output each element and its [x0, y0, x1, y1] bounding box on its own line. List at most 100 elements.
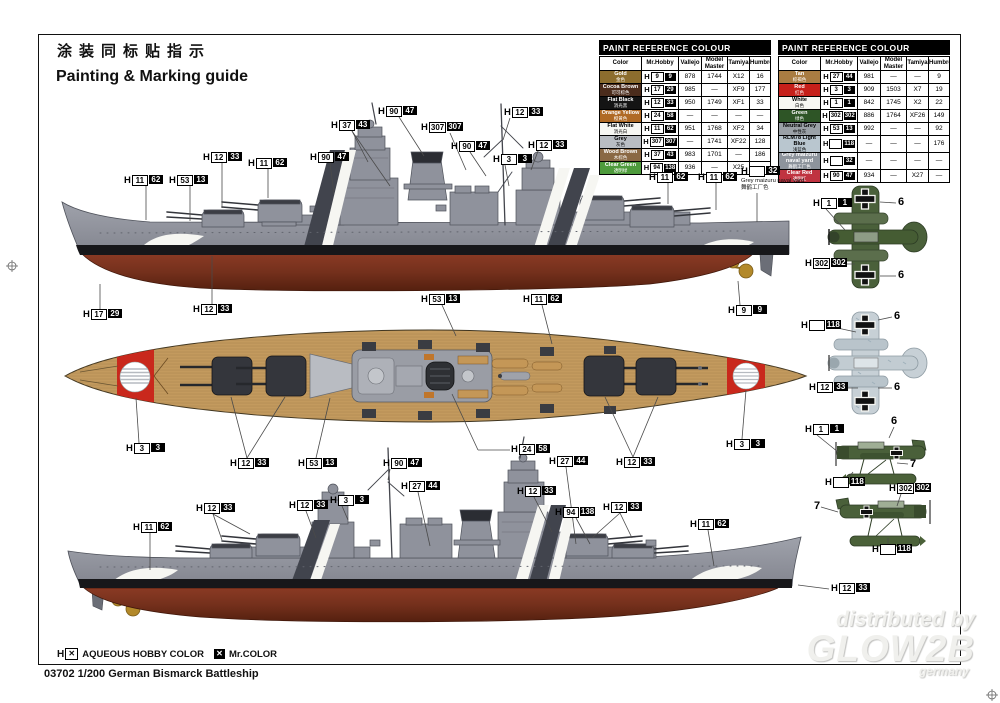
fuselage-cross-marking	[860, 505, 873, 519]
paint-code-cell: X25	[727, 161, 750, 175]
ship-side-profile-bottom	[67, 436, 802, 623]
wing-cross-markings	[854, 314, 876, 412]
decal-number-label: 6	[891, 415, 898, 427]
fuselage-cross-marking	[890, 446, 903, 460]
aqueous-box-icon: ✕	[65, 648, 79, 660]
aa-gun-mounts	[362, 340, 616, 420]
wing-cross-markings	[854, 188, 876, 286]
table-title: PAINT REFERENCE COLOUR	[778, 40, 950, 55]
paint-code-cell: 149	[928, 109, 950, 123]
decal-number-label: 7	[910, 458, 917, 470]
color-system-legend: H✕ AQUEOUS HOBBY COLOR ✕ Mr.COLOR	[57, 648, 277, 660]
legend-aqueous-label: AQUEOUS HOBBY COLOR	[82, 648, 204, 660]
paint-code-cell: —	[928, 152, 950, 171]
superstructure-bottom-ship	[175, 436, 689, 559]
registration-mark-left	[6, 260, 18, 272]
paint-code-cell: 176	[928, 134, 950, 154]
decal-number-label: 6	[894, 310, 901, 322]
main-turrets-top-view	[180, 355, 708, 397]
decal-number-label: 6	[898, 269, 905, 281]
mrcolor-box-icon: ✕	[214, 649, 225, 659]
table-title: PAINT REFERENCE COLOUR	[599, 40, 771, 55]
paint-code-cell: X27	[906, 169, 929, 184]
superstructure-top-view	[351, 349, 493, 403]
bow-marking-disc	[119, 361, 151, 393]
legend-mrcolor-label: Mr.COLOR	[229, 648, 278, 660]
page-title-chinese: 涂装同标贴指示	[57, 43, 212, 60]
page-title-english: Painting & Marking guide	[56, 68, 249, 85]
decal-number-label: 6	[898, 196, 905, 208]
decal-number-label: 6	[894, 381, 901, 393]
aircraft-top-view-grey	[827, 311, 928, 415]
registration-mark-bottom-right	[986, 689, 998, 701]
page-border-frame	[38, 34, 961, 665]
aircraft-side-view-2	[835, 497, 931, 547]
